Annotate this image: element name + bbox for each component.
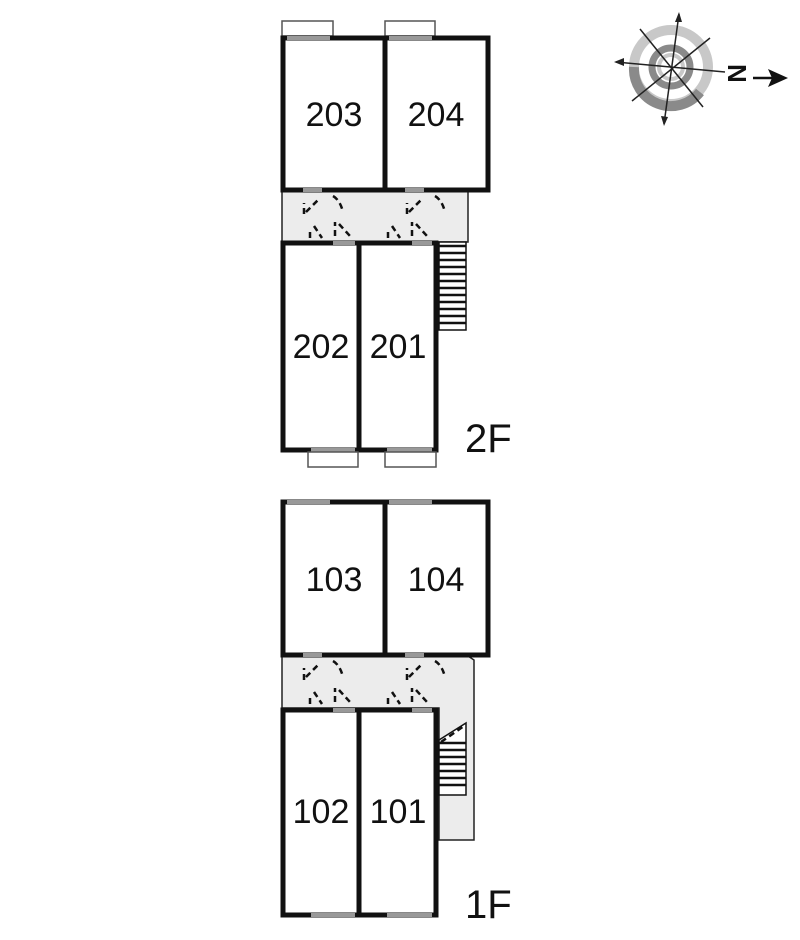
north-arrow-icon xyxy=(768,69,788,87)
compass-icon xyxy=(614,12,726,126)
floor-2f-plan: 203 204 202 201 2F xyxy=(280,20,512,468)
floor-label-1f: 1F xyxy=(465,883,512,927)
balcony xyxy=(384,451,437,468)
north-label: N xyxy=(722,64,752,83)
balcony xyxy=(384,20,436,37)
north-indicator: N xyxy=(722,64,788,87)
room-203-label: 203 xyxy=(306,96,363,134)
room-101-label: 101 xyxy=(370,793,427,831)
balcony xyxy=(281,20,334,37)
room-103-label: 103 xyxy=(306,561,363,599)
room-204-label: 204 xyxy=(408,96,465,134)
door-swings xyxy=(302,659,447,705)
room-201-label: 201 xyxy=(370,328,427,366)
floor-label-2f: 2F xyxy=(465,417,512,461)
door-swings xyxy=(302,194,447,239)
room-202-label: 202 xyxy=(293,328,350,366)
staircase xyxy=(438,721,467,796)
balcony xyxy=(307,451,359,468)
staircase xyxy=(438,241,467,331)
room-104-label: 104 xyxy=(408,561,465,599)
room-102-label: 102 xyxy=(293,793,350,831)
floor-1f-plan: 103 104 102 101 1F xyxy=(280,499,512,927)
